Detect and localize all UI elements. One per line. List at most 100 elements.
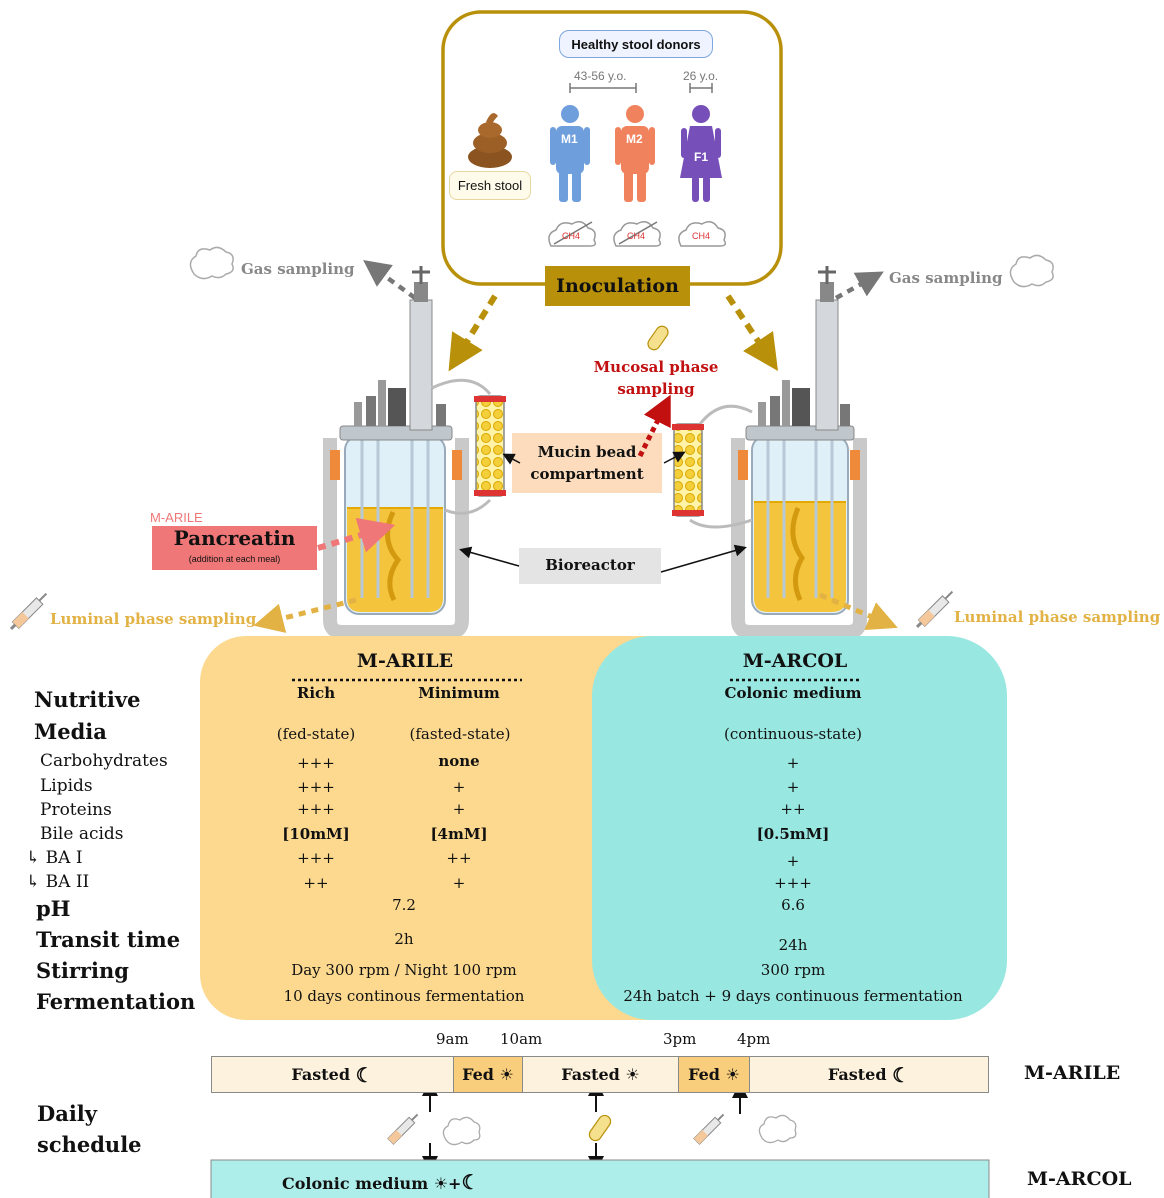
mucin-column-right (672, 423, 704, 517)
moon-icon: ☾ (355, 1062, 374, 1087)
donors-title: Healthy stool donors (559, 30, 713, 58)
state-continuous: (continuous-state) (724, 725, 862, 743)
state-fed: (fed-state) (276, 725, 356, 743)
arile-title: M-ARILE (356, 650, 454, 672)
ch4-label-f1: CH4 (692, 231, 711, 241)
rich-ba1: +++ (297, 849, 335, 867)
plus-sign: + (448, 1174, 462, 1193)
colonic-medium-bar-label: Colonic medium ☀+☾ (282, 1170, 479, 1194)
row-nutritive-2: Media (34, 719, 107, 744)
arcol-transit: 24h (778, 936, 808, 954)
row-nutritive-1: Nutritive (34, 687, 141, 712)
bioreactor-left (323, 266, 469, 639)
gas-arrow-left (363, 260, 417, 300)
mucin-column-left (474, 395, 506, 497)
segment-fed-1: Fed ☀ (453, 1056, 523, 1093)
col-ba2: +++ (774, 874, 812, 892)
col-lip: + (786, 778, 800, 796)
gas-arrow-right (834, 271, 884, 300)
gas-cloud-icon-left (189, 246, 234, 280)
time-4pm: 4pm (737, 1030, 771, 1048)
rich-carb: +++ (297, 754, 335, 772)
bioreactor-right (731, 266, 867, 639)
segment-fasted-1: Fasted ☾ (211, 1056, 454, 1093)
col-minimum: Minimum (418, 684, 500, 702)
mucin-line-1: Mucin bead (537, 443, 637, 461)
arcol-title: M-ARCOL (742, 650, 848, 672)
col-rich: Rich (296, 684, 336, 702)
min-bile: [4mM] (430, 825, 488, 843)
min-carb: none (438, 752, 480, 770)
state-fasted: (fasted-state) (409, 725, 511, 743)
arcol-ph: 6.6 (781, 896, 805, 914)
segment-fasted-3-label: Fasted (827, 1065, 887, 1084)
bioreactor-label: Bioreactor (545, 556, 635, 574)
ch4-label-m2: CH4 (627, 231, 646, 241)
rich-lip: +++ (297, 778, 335, 796)
fresh-stool-label: Fresh stool (449, 171, 531, 200)
segment-fasted-3: Fasted ☾ (749, 1056, 989, 1093)
inoculation-label: Inoculation (545, 266, 690, 306)
time-9am: 9am (436, 1030, 469, 1048)
arcol-schedule-bar (210, 1159, 990, 1198)
daily-schedule-line-1: Daily (37, 1101, 97, 1126)
donor-m2-label: M2 (626, 132, 643, 146)
ch4-label-m1: CH4 (562, 231, 581, 241)
donor-m1-icon (550, 105, 590, 202)
col-bile: [0.5mM] (756, 825, 830, 843)
segment-fed-1-label: Fed (462, 1065, 494, 1084)
row-lipids: Lipids (40, 776, 93, 796)
syringe-icon-right (915, 590, 954, 629)
pancreatin-note: (addition at each meal) (188, 554, 281, 564)
donor-m2-icon (615, 105, 655, 202)
arile-stirring: Day 300 rpm / Night 100 rpm (291, 961, 517, 979)
mucin-compartment-label: Mucin bead compartment (512, 441, 662, 485)
inoculation-arrow-right (725, 294, 778, 371)
capsule-icon-schedule (588, 1114, 612, 1142)
row-stirring: Stirring (36, 958, 129, 983)
arile-fermentation: 10 days continous fermentation (283, 987, 525, 1005)
sun-icon: ☀ (725, 1065, 740, 1084)
col-prot: ++ (780, 800, 806, 818)
gas-sampling-left: Gas sampling (241, 260, 355, 278)
row-transit: Transit time (36, 927, 181, 952)
donor-m1-label: M1 (561, 132, 578, 146)
segment-fasted-2: Fasted ☀ (522, 1056, 679, 1093)
syringe-icon-left (9, 592, 48, 631)
pancreatin-system: M-ARILE (150, 510, 203, 525)
row-ba2-label: BA II (45, 872, 90, 892)
donor-f1-label: F1 (694, 150, 709, 164)
daily-schedule-label: Daily schedule (37, 1098, 142, 1160)
pancreatin-arrow (317, 517, 396, 553)
ch4-cloud-f1 (678, 221, 727, 247)
row-ph: pH (36, 896, 71, 921)
syringe-icon-schedule-1 (387, 1113, 419, 1145)
mucosal-line-2: sampling (617, 380, 695, 398)
min-ba2: + (452, 874, 466, 892)
ch4-cloud-m1 (548, 221, 597, 247)
moon-icon: ☾ (892, 1062, 911, 1087)
segment-fasted-1-label: Fasted (291, 1065, 351, 1084)
moon-icon: ☾ (461, 1170, 480, 1194)
row-proteins: Proteins (40, 800, 112, 820)
arile-ph: 7.2 (392, 896, 416, 914)
age-group-1: 43-56 y.o. (574, 69, 627, 83)
col-carb: + (786, 754, 800, 772)
segment-fed-2-label: Fed (688, 1065, 720, 1084)
time-10am: 10am (500, 1030, 543, 1048)
daily-schedule-line-2: schedule (37, 1132, 142, 1157)
min-ba1: ++ (446, 849, 472, 867)
sub-arrow-icon: ↳ (26, 848, 46, 868)
schedule-arile-label: M-ARILE (1024, 1062, 1121, 1084)
arile-transit: 2h (394, 930, 414, 948)
luminal-sampling-right: Luminal phase sampling (954, 608, 1161, 626)
rich-bile: [10mM] (282, 825, 350, 843)
mucin-box (512, 433, 662, 493)
arcol-fermentation: 24h batch + 9 days continuous fermentati… (623, 987, 963, 1005)
row-fermentation: Fermentation (36, 989, 196, 1014)
luminal-sampling-left: Luminal phase sampling (50, 610, 257, 628)
time-3pm: 3pm (663, 1030, 697, 1048)
arcol-stirring: 300 rpm (760, 961, 826, 979)
gas-cloud-icon-right (1009, 254, 1054, 288)
